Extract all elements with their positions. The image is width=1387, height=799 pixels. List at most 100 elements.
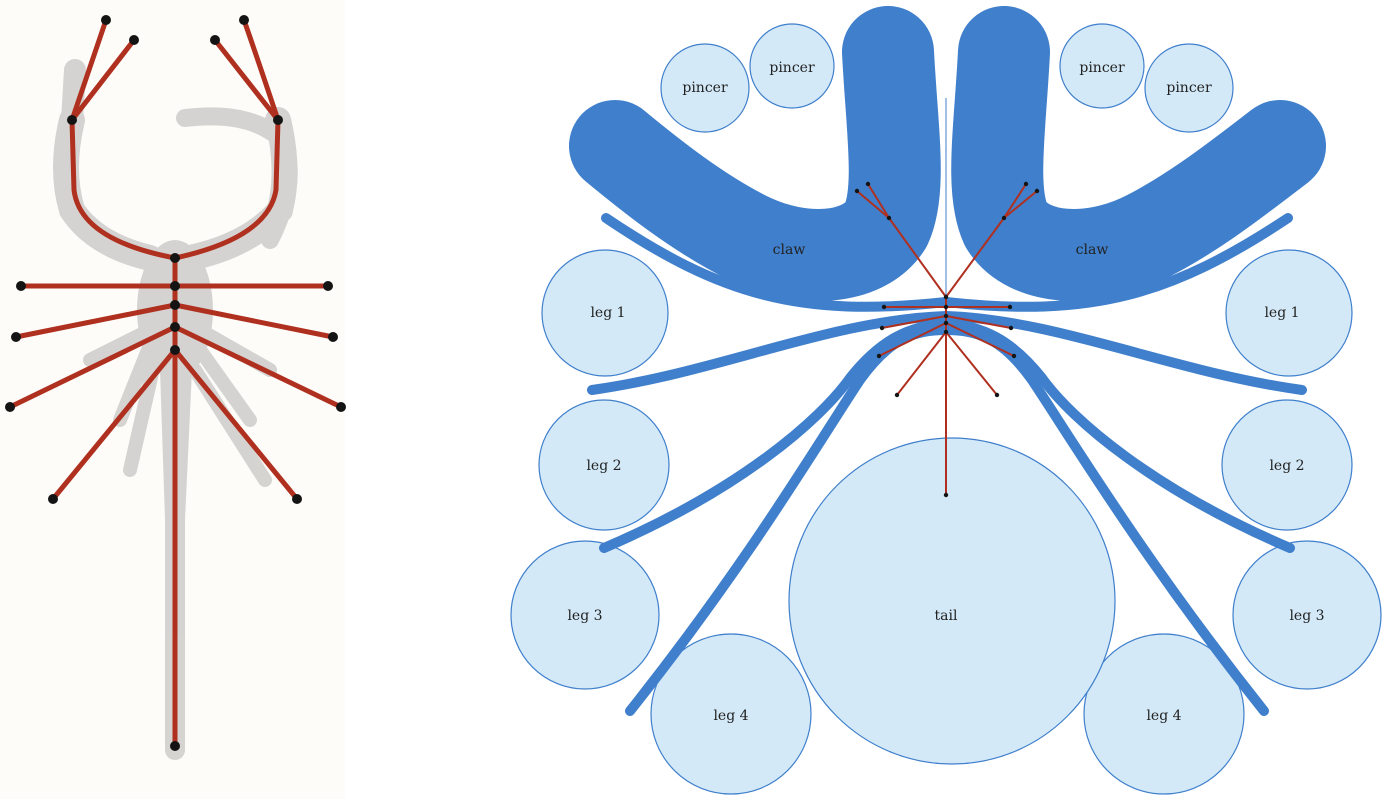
- joint: [323, 281, 333, 291]
- bone-leg3-left: [7, 324, 178, 410]
- scorpion-right-tail-curl: [176, 107, 298, 249]
- joint: [292, 494, 302, 504]
- joint: [943, 294, 949, 300]
- joint: [239, 15, 249, 25]
- joint: [170, 345, 180, 355]
- diagram-bone-leg3-left: [878, 322, 947, 357]
- joint: [170, 281, 180, 291]
- label-leg2-right: leg 2: [1269, 458, 1304, 474]
- joint: [1001, 215, 1007, 221]
- photo-panel: [0, 0, 346, 799]
- bone-left-arm: [69, 117, 178, 261]
- diagram-joints: [854, 181, 1040, 498]
- joint: [336, 402, 346, 412]
- claw-shape-right: [951, 6, 1326, 301]
- joint: [170, 322, 180, 332]
- bone-leg2-right: [172, 302, 336, 340]
- joint: [170, 300, 180, 310]
- leg-shape-2-left: [587, 311, 951, 395]
- label-claw-right: claw: [1076, 242, 1109, 258]
- label-leg1-left: leg 1: [590, 305, 625, 321]
- joint: [1011, 353, 1017, 359]
- claw-shapes: [569, 6, 1326, 301]
- joint: [210, 35, 220, 45]
- photo-joints: [5, 15, 346, 751]
- region-pincer-right-inner: [1059, 23, 1145, 109]
- region-leg1-right: [1225, 249, 1353, 377]
- diagram-bone-leg2-right: [945, 315, 1012, 329]
- label-leg3-left: leg 3: [567, 608, 602, 624]
- region-leg4-left: [650, 633, 812, 795]
- region-leg2-left: [538, 399, 670, 531]
- region-pincer-left-inner: [749, 23, 835, 109]
- diagram-bone-leg4-right: [945, 331, 998, 396]
- bone-right-pincer-outer: [241, 17, 281, 123]
- joint: [1034, 188, 1040, 194]
- bone-left-pincer-inner: [69, 37, 137, 123]
- joint: [67, 115, 77, 125]
- joint: [101, 15, 111, 25]
- label-leg1-right: leg 1: [1264, 305, 1299, 321]
- joint: [170, 741, 180, 751]
- joint: [886, 215, 892, 221]
- label-pincer-right-outer: pincer: [1166, 80, 1212, 96]
- joint: [865, 181, 871, 187]
- joint: [943, 320, 949, 326]
- diagram-bone-leg3-right: [945, 322, 1015, 357]
- region-leg3-left: [510, 540, 660, 690]
- joint: [328, 332, 338, 342]
- joint: [48, 494, 58, 504]
- bone-leg2-left: [13, 302, 178, 340]
- joint: [129, 35, 139, 45]
- joint: [994, 392, 1000, 398]
- joint: [170, 253, 180, 263]
- region-leg4-right: [1083, 633, 1245, 795]
- joint: [1007, 304, 1013, 310]
- claw-shape-left: [569, 6, 941, 301]
- joint: [943, 304, 949, 310]
- joint: [5, 402, 15, 412]
- diagram-bone-pincer: [1003, 190, 1038, 219]
- bone-right-pincer-inner: [212, 37, 281, 123]
- diagram-bone-pincer: [867, 183, 890, 219]
- bone-leg4-left: [50, 347, 178, 502]
- joint: [881, 304, 887, 310]
- joint: [11, 332, 21, 342]
- diagram-skeleton: [856, 183, 1038, 496]
- photo-skeleton: [7, 17, 344, 749]
- region-pincer-right-outer: [1144, 43, 1234, 133]
- diagram-bone-leg2-left: [881, 315, 947, 329]
- bone-right-arm: [172, 117, 281, 261]
- label-tail: tail: [935, 608, 958, 624]
- joint: [879, 325, 885, 331]
- region-leg1-left: [541, 249, 669, 377]
- joint: [943, 492, 949, 498]
- leg-shape-2-right: [941, 311, 1307, 395]
- bone-left-pincer-outer: [69, 17, 109, 123]
- label-leg4-right: leg 4: [1146, 708, 1181, 724]
- joint: [943, 329, 949, 335]
- diagram-bone-arm-right: [945, 217, 1005, 298]
- region-pincer-left-outer: [660, 43, 750, 133]
- joint: [273, 115, 283, 125]
- label-leg3-right: leg 3: [1289, 608, 1324, 624]
- label-leg4-left: leg 4: [713, 708, 748, 724]
- leg-shapes: [587, 213, 1307, 716]
- scorpion-left-arm-shadow: [53, 107, 163, 271]
- diagram-bone-arm-left: [888, 217, 947, 298]
- region-leg3-right: [1232, 540, 1382, 690]
- joint: [16, 281, 26, 291]
- joint: [876, 353, 882, 359]
- diagram-bone-leg4-left: [896, 331, 947, 396]
- label-pincer-left-inner: pincer: [769, 60, 815, 76]
- region-tail: [788, 437, 1116, 765]
- shape-panel: pincer pincer pincer pincer claw claw le…: [510, 6, 1382, 795]
- scorpion-right-arm-shadow: [177, 107, 298, 271]
- region-leg2-right: [1221, 399, 1353, 531]
- label-pincer-right-inner: pincer: [1079, 60, 1125, 76]
- joint: [894, 392, 900, 398]
- joint: [1023, 181, 1029, 187]
- diagram-bone-pincer: [1003, 183, 1027, 219]
- leg-shape-4-right: [941, 325, 1269, 716]
